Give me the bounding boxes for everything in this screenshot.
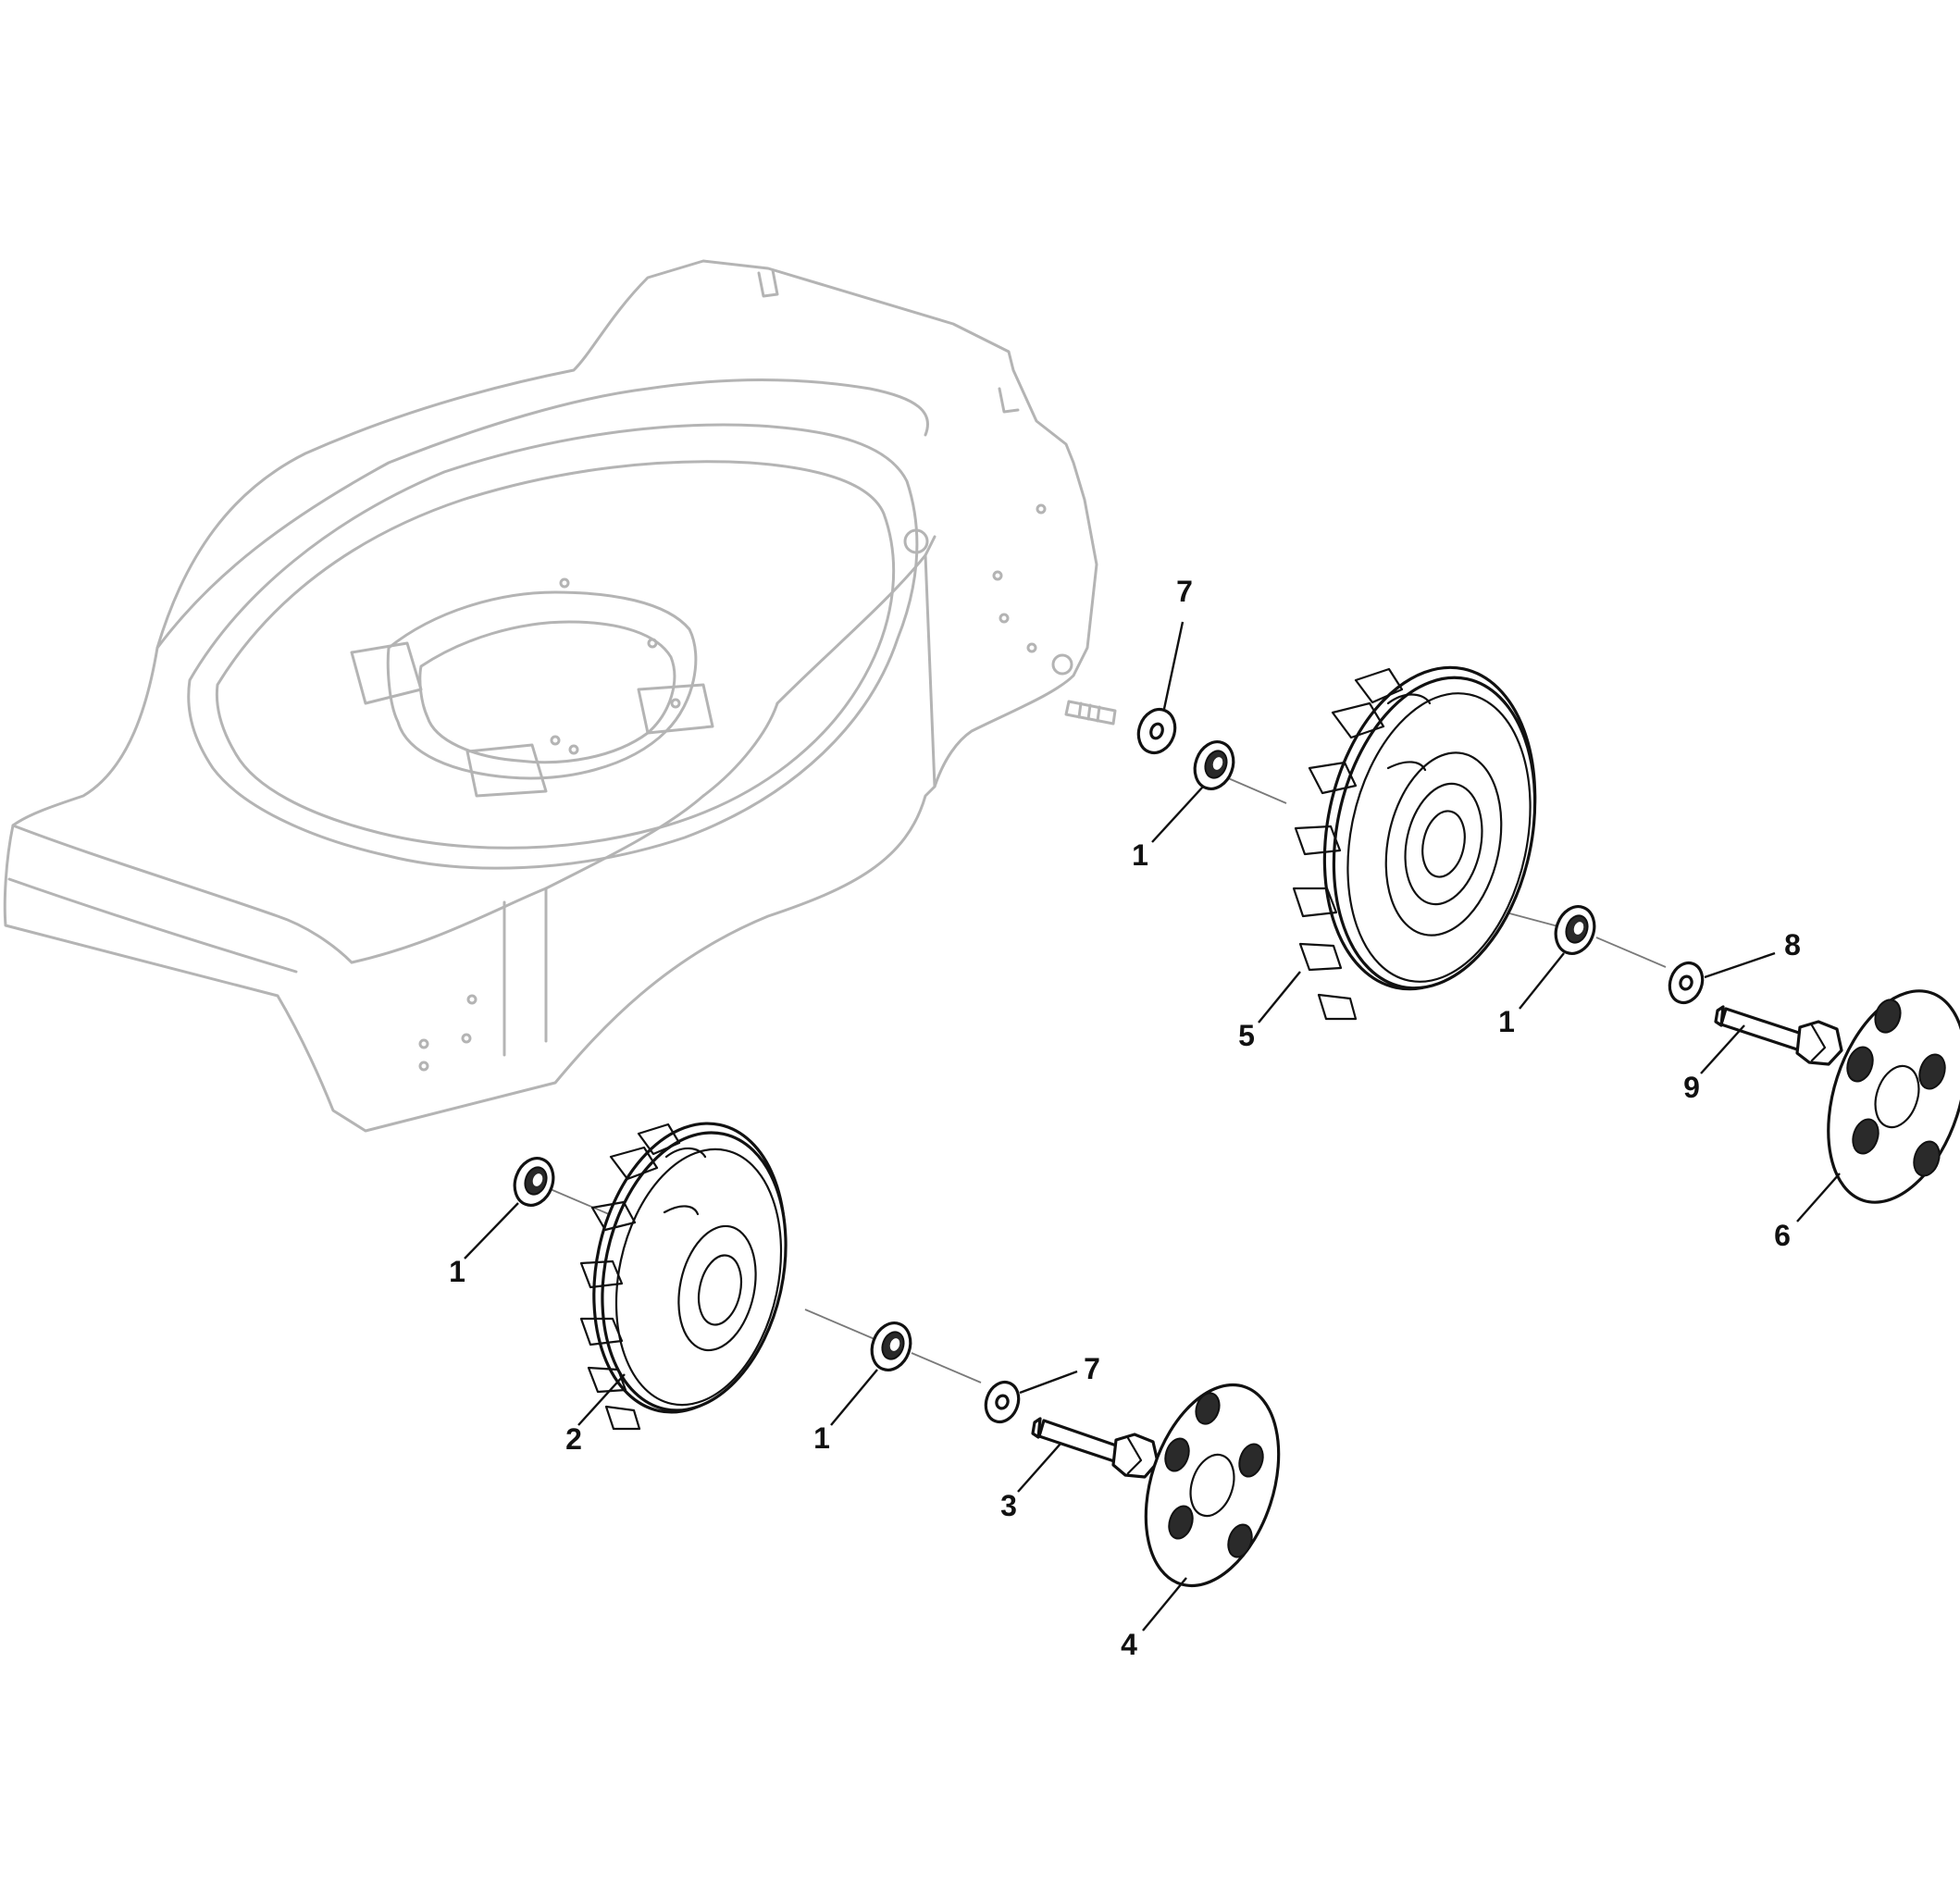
leader-lines (464, 621, 1841, 1632)
bolt-upper (1714, 1005, 1843, 1066)
callout-1-upper-left: 1 (1132, 838, 1148, 872)
washer-lower (984, 1380, 1021, 1424)
mower-deck (3, 259, 1117, 1133)
hubcap-upper (1827, 989, 1960, 1204)
callout-1-upper-right: 1 (1498, 1005, 1515, 1038)
callout-8: 8 (1784, 928, 1801, 962)
bearing-upper-right (1554, 905, 1596, 955)
callout-9: 9 (1683, 1071, 1700, 1104)
hubcap-lower (1144, 1383, 1281, 1588)
bearing-upper-left (1193, 740, 1235, 790)
callout-5: 5 (1238, 1019, 1255, 1052)
callout-labels: 7 1 5 1 8 9 6 1 2 1 7 3 4 (449, 575, 1801, 1661)
callout-3: 3 (1000, 1489, 1017, 1522)
bearing-lower-left (513, 1157, 555, 1207)
washer-upper (1136, 707, 1177, 755)
callout-6: 6 (1774, 1219, 1791, 1252)
callout-1-lower-left: 1 (449, 1255, 465, 1288)
wheel-upper (1292, 665, 1537, 1021)
callout-4: 4 (1121, 1628, 1137, 1661)
washer-8 (1668, 961, 1705, 1005)
wheel-lower (579, 1122, 788, 1431)
callout-7-upper: 7 (1176, 575, 1193, 608)
callout-7-lower: 7 (1084, 1352, 1100, 1385)
bearing-lower-right (870, 1321, 912, 1371)
callout-1-lower-right: 1 (813, 1421, 830, 1455)
bolt-lower (1031, 1417, 1160, 1479)
callout-2: 2 (565, 1422, 582, 1456)
